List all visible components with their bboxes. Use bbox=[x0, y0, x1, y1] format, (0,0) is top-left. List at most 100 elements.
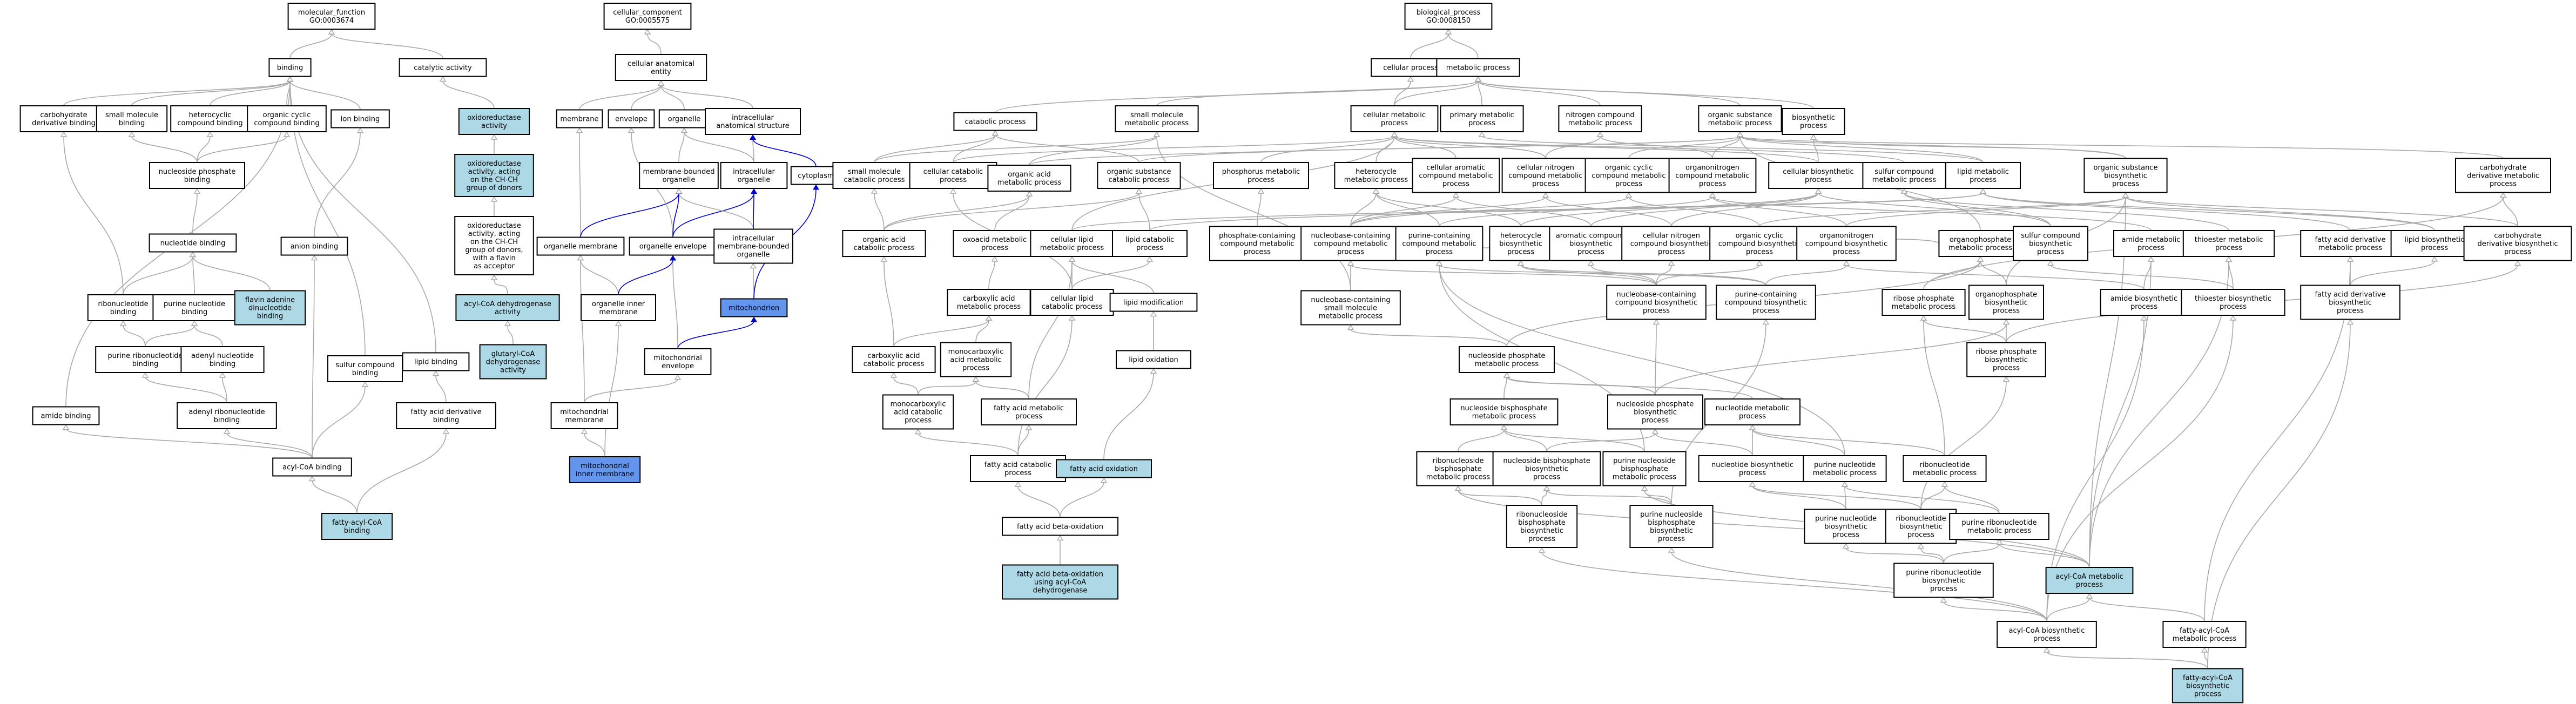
go-term-organelle[interactable]: organelle bbox=[658, 109, 710, 128]
go-term-nucleotide-binding[interactable]: nucleotide binding bbox=[149, 233, 237, 253]
go-term-purine-nucleoside-bisphosphate-biosynthetic[interactable]: purine nucleosidebisphosphatebiosyntheti… bbox=[1629, 505, 1714, 548]
go-term-membrane[interactable]: membrane bbox=[556, 109, 603, 128]
go-term-envelope[interactable]: envelope bbox=[608, 109, 655, 128]
go-term-lipid-binding[interactable]: lipid binding bbox=[402, 352, 470, 371]
go-term-fatty-acid-beta-oxidation[interactable]: fatty acid beta-oxidation bbox=[1002, 517, 1118, 536]
go-term-binding[interactable]: binding bbox=[268, 58, 312, 77]
go-term-ribonucleoside-bisphosphate-biosynthetic[interactable]: ribonucleosidebisphosphatebiosyntheticpr… bbox=[1506, 505, 1578, 548]
go-term-amide-binding[interactable]: amide binding bbox=[32, 406, 100, 425]
go-term-metabolic-process[interactable]: metabolic process bbox=[1436, 58, 1520, 77]
go-term-fatty-acid-oxidation[interactable]: fatty acid oxidation bbox=[1056, 459, 1152, 478]
go-term-anion-binding[interactable]: anion binding bbox=[280, 236, 348, 256]
go-term-mitochondrion[interactable]: mitochondrion bbox=[720, 298, 788, 317]
go-term-nucleoside-bisphosphate-biosynthetic[interactable]: nucleoside bisphosphatebiosyntheticproce… bbox=[1492, 451, 1601, 486]
go-term-catalytic-activity[interactable]: catalytic activity bbox=[399, 58, 487, 77]
go-term-lipid-modification[interactable]: lipid modification bbox=[1109, 293, 1198, 312]
go-term-catabolic-process[interactable]: catabolic process bbox=[953, 112, 1037, 131]
go-term-lipid-oxidation[interactable]: lipid oxidation bbox=[1116, 350, 1191, 369]
go-term-ion-binding[interactable]: ion binding bbox=[331, 109, 390, 128]
